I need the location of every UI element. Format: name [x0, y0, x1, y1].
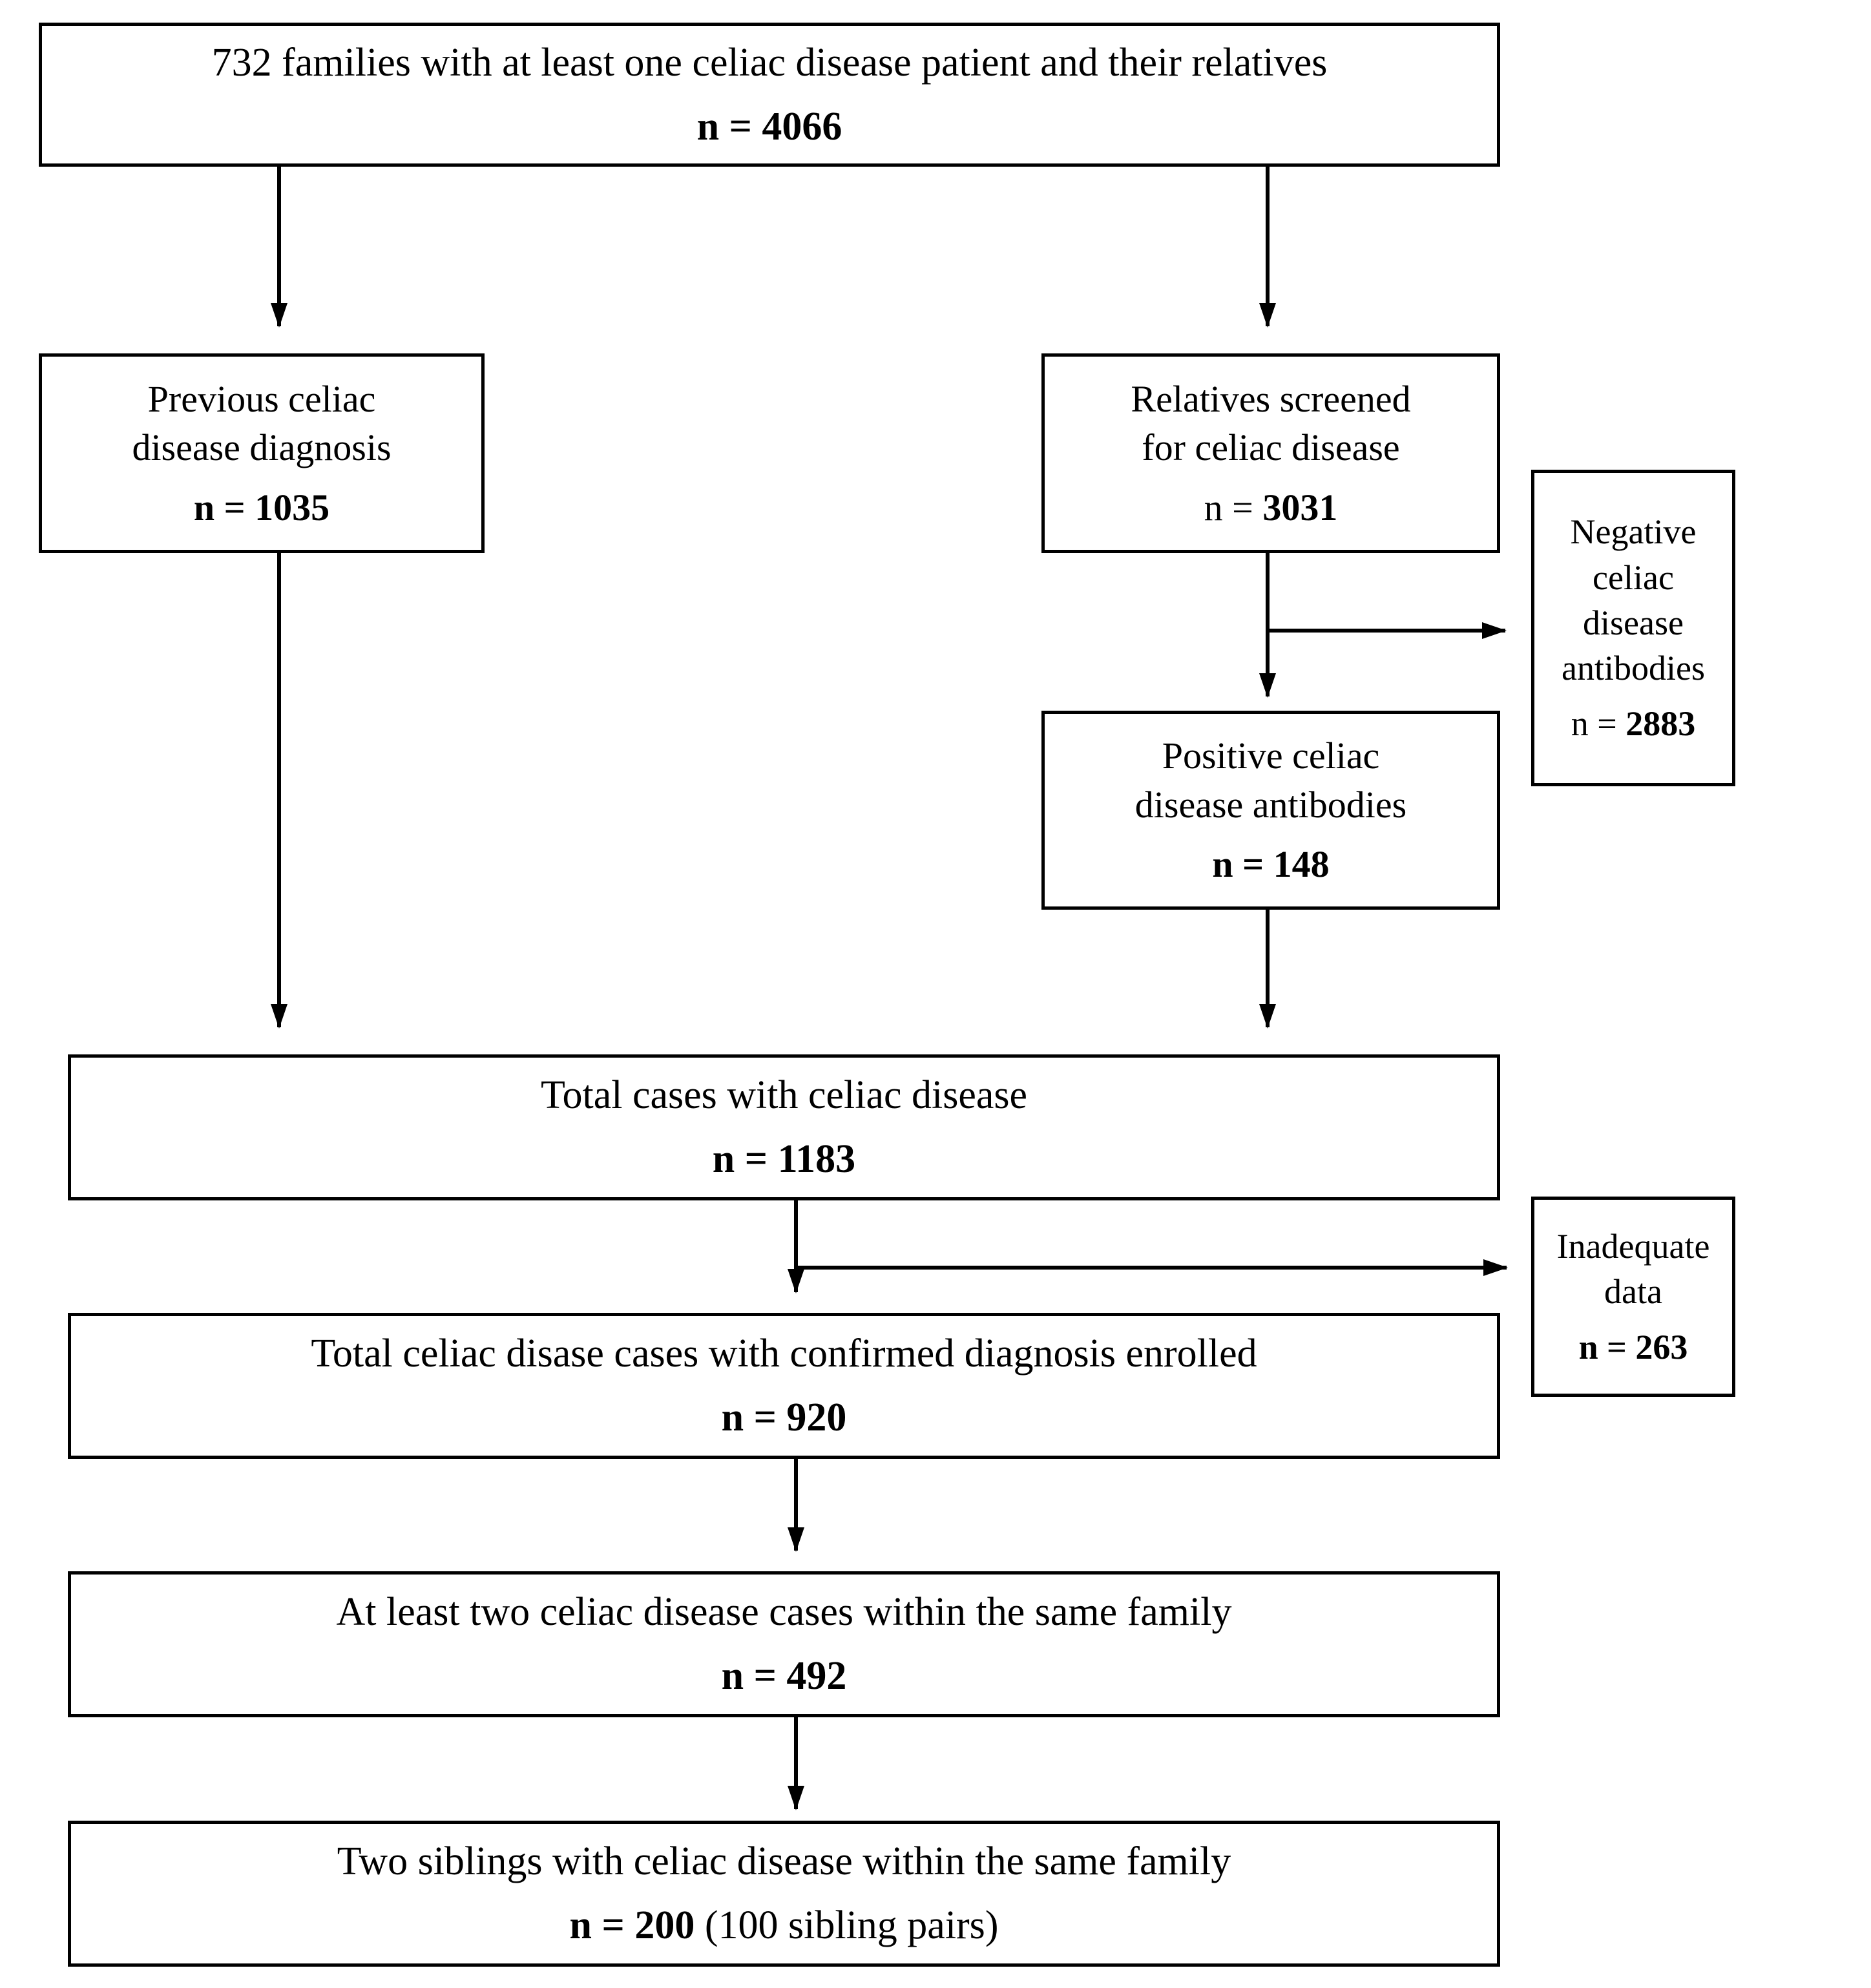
node-two-cases-family[interactable]: At least two celiac disease cases within… — [68, 1571, 1500, 1717]
node-sibling-pairs-count-value: n = 200 — [569, 1903, 695, 1948]
node-sibling-pairs-count: n = 200 (100 sibling pairs) — [80, 1899, 1488, 1952]
node-relatives-screened-line2: for celiac disease — [1142, 426, 1400, 469]
edge-confirmed-enrolled-to-two-cases-family — [788, 1459, 804, 1552]
node-sibling-pairs[interactable]: Two siblings with celiac disease within … — [68, 1821, 1500, 1967]
node-positive-antibodies-count: n = 148 — [1212, 843, 1330, 886]
node-cohort[interactable]: 732 families with at least one celiac di… — [39, 23, 1500, 167]
node-confirmed-enrolled-count: n = 920 — [721, 1396, 847, 1440]
node-total-cases-line1: Total cases with celiac disease — [540, 1073, 1028, 1118]
node-positive-antibodies-line1: Positive celiac — [1162, 735, 1380, 777]
node-positive-antibodies-line2: disease antibodies — [1134, 783, 1407, 826]
node-negative-antibodies-line3: disease — [1583, 603, 1684, 642]
node-total-cases[interactable]: Total cases with celiac disease n = 1183 — [68, 1054, 1500, 1200]
node-relatives-screened-count: n = 3031 — [1054, 483, 1488, 532]
node-cohort-line1: 732 families with at least one celiac di… — [211, 40, 1328, 85]
node-inadequate-data-count: n = 263 — [1578, 1328, 1688, 1367]
node-relatives-screened-count-prefix: n = — [1204, 486, 1263, 528]
node-total-cases-count: n = 1183 — [712, 1137, 856, 1182]
node-previous-diagnosis-line1: Previous celiac — [147, 377, 376, 420]
node-previous-diagnosis-count: n = 1035 — [193, 486, 330, 528]
node-negative-antibodies-line1: Negative — [1570, 512, 1697, 552]
node-negative-antibodies-count-value: 2883 — [1625, 704, 1696, 744]
node-sibling-pairs-line1: Two siblings with celiac disease within … — [337, 1839, 1231, 1884]
node-positive-antibodies[interactable]: Positive celiac disease antibodies n = 1… — [1041, 711, 1500, 910]
node-inadequate-data-line1: Inadequate — [1556, 1226, 1710, 1266]
node-negative-antibodies-line4: antibodies — [1562, 649, 1705, 687]
node-confirmed-enrolled[interactable]: Total celiac disase cases with confirmed… — [68, 1313, 1500, 1459]
node-inadequate-data[interactable]: Inadequate data n = 263 — [1531, 1197, 1735, 1397]
node-previous-diagnosis-line2: disease diagnosis — [132, 426, 392, 469]
node-previous-diagnosis[interactable]: Previous celiac disease diagnosis n = 10… — [39, 353, 485, 553]
node-negative-antibodies-count: n = 2883 — [1543, 701, 1723, 746]
node-inadequate-data-line2: data — [1604, 1271, 1662, 1311]
node-relatives-screened-line1: Relatives screened — [1131, 377, 1411, 420]
node-negative-antibodies[interactable]: Negative celiac disease antibodies n = 2… — [1531, 470, 1735, 786]
node-two-cases-family-count: n = 492 — [721, 1654, 847, 1699]
node-negative-antibodies-line2: celiac — [1593, 558, 1674, 597]
node-confirmed-enrolled-line1: Total celiac disase cases with confirmed… — [311, 1332, 1257, 1376]
node-relatives-screened[interactable]: Relatives screened for celiac disease n … — [1041, 353, 1500, 553]
node-relatives-screened-count-value: 3031 — [1262, 486, 1338, 528]
node-cohort-count: n = 4066 — [696, 104, 842, 149]
node-two-cases-family-line1: At least two celiac disease cases within… — [336, 1590, 1232, 1635]
node-negative-antibodies-count-prefix: n = — [1571, 704, 1626, 744]
node-sibling-pairs-count-suffix: (100 sibling pairs) — [704, 1903, 999, 1948]
